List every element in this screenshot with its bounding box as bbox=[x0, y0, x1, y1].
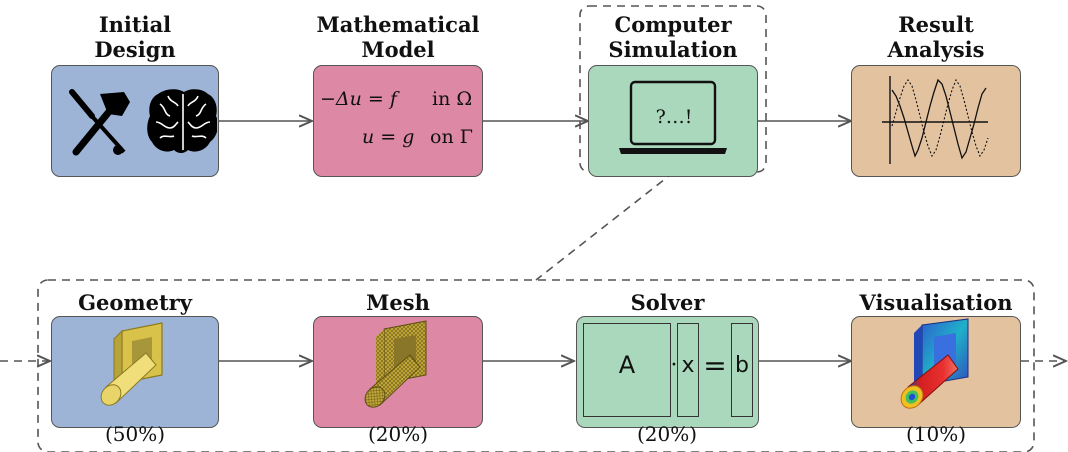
solver-vector-b-label: b bbox=[735, 353, 749, 378]
waveform-plot-icon bbox=[882, 76, 989, 164]
simulation-dashed-frame bbox=[579, 5, 767, 173]
mesh-title: Mesh bbox=[366, 290, 430, 315]
equation-2-rhs: on Γ bbox=[430, 126, 473, 148]
laptop-icon bbox=[619, 80, 727, 154]
equation-2-lhs: u = g bbox=[362, 126, 415, 148]
mathematical-model-box: −Δu = f in Ω u = g on Γ bbox=[313, 65, 483, 177]
mesh-box bbox=[313, 316, 483, 428]
visualisation-box bbox=[851, 316, 1021, 428]
tools-icon bbox=[69, 89, 130, 156]
mesh-percent: (20%) bbox=[367, 422, 429, 446]
equation-1-lhs: −Δu = f bbox=[320, 88, 397, 110]
mathematical-model-title: Mathematical Model bbox=[316, 12, 480, 62]
geometry-title: Geometry bbox=[78, 290, 192, 315]
solver-vector-b bbox=[731, 323, 753, 417]
result-analysis-box bbox=[851, 65, 1021, 177]
initial-design-title: Initial Design bbox=[94, 12, 176, 62]
visualisation-title: Visualisation bbox=[859, 290, 1013, 315]
solver-matrix-a-label: A bbox=[618, 351, 636, 379]
solver-title: Solver bbox=[630, 290, 705, 315]
result-analysis-title: Result Analysis bbox=[887, 12, 985, 62]
visualisation-percent: (10%) bbox=[905, 422, 967, 446]
visualisation-model-icon bbox=[900, 318, 969, 409]
computer-simulation-box: ?…! bbox=[588, 65, 758, 177]
computer-simulation-title: Computer Simulation bbox=[608, 12, 738, 62]
solver-vector-x bbox=[677, 323, 699, 417]
solver-vector-x-label: x bbox=[681, 353, 695, 378]
solver-equals: = bbox=[703, 349, 727, 382]
brain-icon bbox=[147, 89, 217, 153]
solver-dot: · bbox=[670, 353, 678, 378]
solver-percent: (20%) bbox=[636, 422, 698, 446]
equation-1-rhs: in Ω bbox=[432, 88, 473, 110]
laptop-screen-text: ?…! bbox=[655, 106, 693, 128]
solver-matrix-a bbox=[583, 323, 671, 417]
geometry-percent: (50%) bbox=[104, 422, 166, 446]
initial-design-box bbox=[51, 65, 219, 177]
geometry-box bbox=[51, 316, 219, 428]
mesh-model-icon bbox=[364, 320, 427, 408]
geometry-model-icon bbox=[100, 322, 163, 406]
solver-box: A · x = b bbox=[576, 316, 759, 428]
zoom-dashed-line bbox=[535, 171, 675, 281]
